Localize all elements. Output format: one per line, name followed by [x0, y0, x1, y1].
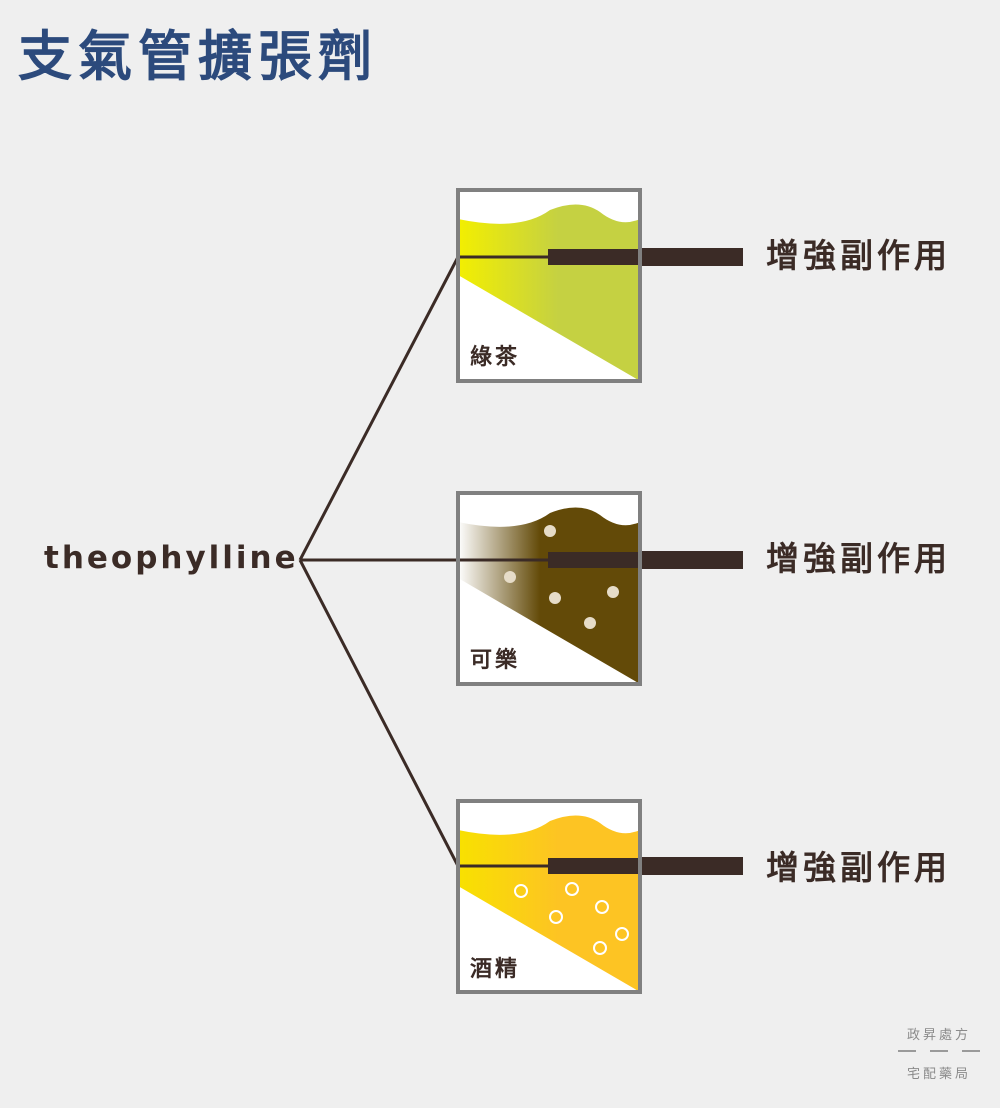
connector-lines — [298, 256, 460, 867]
brand-divider — [898, 1050, 916, 1052]
drug-name: theophylline — [44, 540, 299, 576]
effect-bar-alcohol — [642, 857, 743, 875]
beverage-label-alcohol: 酒精 — [470, 957, 521, 982]
effect-bars — [642, 248, 743, 875]
green-tea-liquid — [458, 204, 640, 381]
brand-line-2: 宅配藥局 — [906, 1067, 971, 1082]
beverage-label-green-tea: 綠茶 — [470, 345, 521, 370]
cola-bubbles — [504, 525, 619, 629]
beverage-label-cola: 可樂 — [470, 648, 521, 673]
cola-liquid — [458, 507, 640, 684]
beverage-box-alcohol — [456, 799, 642, 994]
effect-label-green-tea: 增強副作用 — [766, 236, 951, 275]
effect-label-cola: 增強副作用 — [766, 539, 951, 578]
alcohol-bubbles — [514, 882, 629, 955]
brand-line-1: 政昇處方 — [906, 1028, 971, 1043]
effect-bar-green-tea — [642, 248, 743, 266]
beverage-box-cola — [456, 491, 642, 686]
effect-bar-cola — [642, 551, 743, 569]
page-title: 支氣管擴張劑 — [18, 25, 378, 88]
brand-divider — [962, 1050, 980, 1052]
brand-divider — [930, 1050, 948, 1052]
beverage-box-green-tea — [456, 188, 642, 383]
effect-label-alcohol: 增強副作用 — [766, 848, 951, 887]
connector-line-green-tea — [298, 256, 460, 561]
connector-line-alcohol — [298, 559, 460, 867]
